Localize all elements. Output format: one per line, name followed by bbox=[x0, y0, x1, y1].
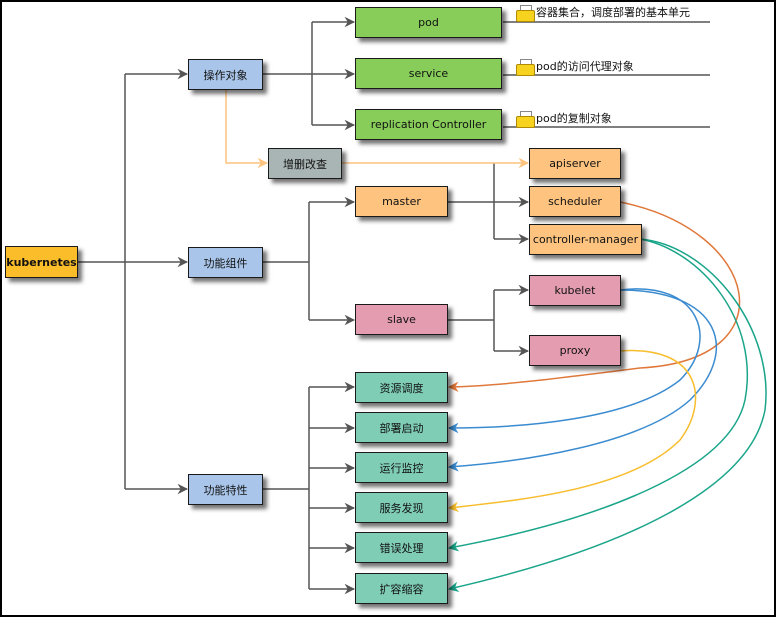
edge-components-trunk bbox=[263, 202, 310, 320]
edge-master-trunk bbox=[448, 163, 495, 239]
master-node[interactable]: master bbox=[355, 186, 448, 217]
edge-slave-trunk bbox=[448, 290, 495, 351]
edge-objects-to-crud bbox=[225, 89, 269, 169]
link-proxy-to-discovery bbox=[447, 349, 697, 513]
category-objects[interactable]: 操作对象 bbox=[188, 59, 263, 90]
category-features[interactable]: 功能特性 bbox=[188, 474, 263, 505]
kubelet-node[interactable]: kubelet bbox=[529, 275, 621, 306]
note-folder-icon bbox=[516, 58, 535, 76]
link-cm-to-scale bbox=[447, 238, 767, 593]
scheduler-node[interactable]: scheduler bbox=[529, 186, 621, 217]
crud-node[interactable]: 增删改查 bbox=[268, 148, 342, 179]
object-replication-controller[interactable]: replication Controller bbox=[355, 109, 502, 140]
link-cm-to-error bbox=[447, 238, 749, 552]
edge-features-trunk bbox=[263, 387, 310, 589]
apiserver-node[interactable]: apiserver bbox=[529, 148, 621, 179]
note-folder-icon bbox=[516, 110, 535, 128]
proxy-node[interactable]: proxy bbox=[529, 335, 621, 366]
feature-resource-scheduling[interactable]: 资源调度 bbox=[355, 372, 448, 403]
feature-service-discovery[interactable]: 服务发现 bbox=[355, 492, 448, 523]
slave-node[interactable]: slave bbox=[355, 304, 448, 335]
note-rc: pod的复制对象 bbox=[516, 110, 612, 128]
note-pod: 容器集合，调度部署的基本单元 bbox=[516, 4, 690, 22]
feature-deploy-start[interactable]: 部署启动 bbox=[355, 412, 448, 443]
note-rc-text: pod的复制对象 bbox=[536, 112, 612, 125]
edge-objects-trunk bbox=[263, 22, 313, 125]
controller-manager-node[interactable]: controller-manager bbox=[529, 224, 642, 255]
link-kubelet-to-monitor bbox=[447, 289, 717, 472]
root-node-kubernetes[interactable]: kubernetes bbox=[5, 246, 78, 278]
note-pod-text: 容器集合，调度部署的基本单元 bbox=[536, 6, 690, 19]
feature-error-handling[interactable]: 错误处理 bbox=[355, 532, 448, 563]
note-folder-icon bbox=[516, 4, 535, 22]
object-pod[interactable]: pod bbox=[355, 7, 502, 38]
note-service-text: pod的访问代理对象 bbox=[536, 60, 634, 73]
link-scheduler-to-resource-scheduling bbox=[447, 201, 741, 393]
object-service[interactable]: service bbox=[355, 58, 502, 89]
feature-runtime-monitor[interactable]: 运行监控 bbox=[355, 452, 448, 483]
category-components[interactable]: 功能组件 bbox=[188, 247, 263, 278]
feature-scaling[interactable]: 扩容缩容 bbox=[355, 573, 448, 604]
note-service: pod的访问代理对象 bbox=[516, 58, 634, 76]
